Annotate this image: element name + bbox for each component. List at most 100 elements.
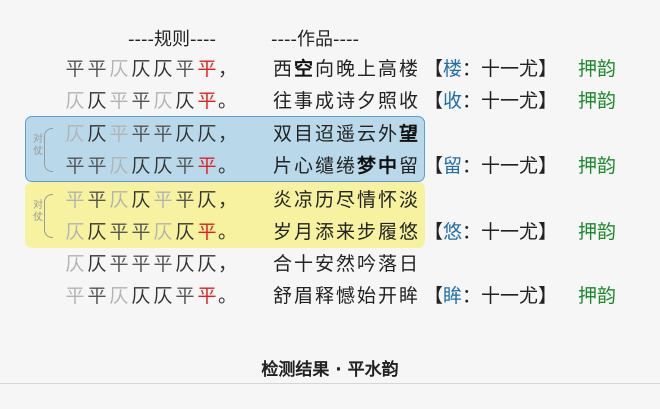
tone-char: 仄 bbox=[65, 253, 85, 275]
poem-char: 上 bbox=[356, 58, 376, 80]
tone-pattern: 仄仄平平仄仄平。 bbox=[64, 85, 237, 117]
poem-char: 照 bbox=[377, 90, 397, 112]
analysis-row: 平平仄仄平平仄，炎凉历尽情怀淡 bbox=[0, 184, 660, 216]
tone-char: 仄 bbox=[87, 221, 107, 243]
poem-char: 十 bbox=[293, 253, 313, 275]
poem-char: 事 bbox=[293, 90, 313, 112]
poem-char: 岁 bbox=[272, 221, 292, 243]
tone-char: 仄 bbox=[175, 253, 195, 275]
bracket-close: 】 bbox=[538, 221, 558, 243]
poem-char: 目 bbox=[293, 123, 313, 145]
tone-char: 仄 bbox=[153, 285, 173, 307]
bracket-open: 【 bbox=[424, 285, 444, 307]
poem-line: 西空向晚上高楼 bbox=[272, 53, 419, 85]
tone-char: 仄 bbox=[175, 221, 195, 243]
tone-char: 平 bbox=[87, 285, 107, 307]
tone-char: 仄 bbox=[153, 90, 173, 112]
poem-char: 西 bbox=[272, 58, 292, 80]
tone-char: 仄 bbox=[109, 285, 129, 307]
rhyme-group: 十一尤 bbox=[481, 221, 539, 243]
tone-char: 仄 bbox=[131, 189, 151, 211]
poem-char: 然 bbox=[335, 253, 355, 275]
poem-char: 尽 bbox=[335, 189, 355, 211]
tone-char: 平 bbox=[65, 58, 85, 80]
poem-char: 来 bbox=[335, 221, 355, 243]
poem-char: 履 bbox=[377, 221, 397, 243]
poem-char: 诗 bbox=[335, 90, 355, 112]
tone-char: 仄 bbox=[87, 253, 107, 275]
poem-char: 淡 bbox=[398, 189, 418, 211]
tone-char: 平 bbox=[175, 155, 195, 177]
duizhang-label-1: 对仗 bbox=[33, 134, 43, 157]
rhyme-group: 十一尤 bbox=[481, 155, 539, 177]
tone-char: 平 bbox=[197, 90, 217, 112]
tone-char: 仄 bbox=[87, 123, 107, 145]
poem-char: 日 bbox=[398, 253, 418, 275]
analysis-row: 平平仄仄仄平平。舒眉释憾始开眸【眸：十一尤】押韵 bbox=[0, 280, 660, 312]
tone-pattern: 平平仄仄仄平平。 bbox=[64, 150, 237, 182]
tone-pattern: 仄仄平平平仄仄， bbox=[64, 248, 237, 280]
colon: ： bbox=[462, 155, 482, 177]
tone-punct: ， bbox=[218, 253, 238, 275]
rhyme-tag: 押韵 bbox=[578, 285, 617, 307]
tone-char: 平 bbox=[131, 90, 151, 112]
poem-char: 中 bbox=[377, 155, 397, 177]
tone-punct: 。 bbox=[218, 221, 238, 243]
bracket-close: 】 bbox=[538, 58, 558, 80]
tone-punct: 。 bbox=[218, 90, 238, 112]
tone-char: 平 bbox=[197, 58, 217, 80]
tone-char: 平 bbox=[153, 189, 173, 211]
poem-char: 心 bbox=[293, 155, 313, 177]
tone-char: 平 bbox=[131, 253, 151, 275]
tone-pattern: 仄仄平平仄仄平。 bbox=[64, 216, 237, 248]
tone-char: 平 bbox=[131, 221, 151, 243]
rhyme-info: 【楼：十一尤】 bbox=[424, 53, 557, 85]
duizhang-brace-2 bbox=[44, 194, 53, 238]
rhyme-char: 留 bbox=[443, 155, 463, 177]
poem-line: 岁月添来步履悠 bbox=[272, 216, 419, 248]
tone-char: 仄 bbox=[153, 155, 173, 177]
poem-char: 望 bbox=[398, 123, 418, 145]
analysis-row: 仄仄平平平仄仄，合十安然吟落日 bbox=[0, 248, 660, 280]
rhyme-char: 楼 bbox=[443, 58, 463, 80]
rhyme-info: 【悠：十一尤】 bbox=[424, 216, 557, 248]
tone-char: 平 bbox=[175, 58, 195, 80]
poem-char: 片 bbox=[272, 155, 292, 177]
tone-char: 仄 bbox=[109, 58, 129, 80]
tone-char: 平 bbox=[197, 155, 217, 177]
poem-char: 开 bbox=[377, 285, 397, 307]
poem-line: 双目迢遥云外望 bbox=[272, 118, 419, 150]
result-title: 检测结果 · 平水韵 bbox=[261, 360, 399, 380]
tone-punct: ， bbox=[218, 58, 238, 80]
poem-char: 月 bbox=[293, 221, 313, 243]
poem-char: 炎 bbox=[272, 189, 292, 211]
poem-char: 眸 bbox=[398, 285, 418, 307]
rhyme-info: 【收：十一尤】 bbox=[424, 85, 557, 117]
colon: ： bbox=[462, 221, 482, 243]
poem-char: 高 bbox=[377, 58, 397, 80]
tone-char: 平 bbox=[65, 189, 85, 211]
tone-char: 平 bbox=[175, 189, 195, 211]
poem-char: 落 bbox=[377, 253, 397, 275]
poem-char: 留 bbox=[398, 155, 418, 177]
tone-char: 平 bbox=[87, 189, 107, 211]
rhyme-info: 【留：十一尤】 bbox=[424, 150, 557, 182]
poem-char: 楼 bbox=[398, 58, 418, 80]
tone-char: 平 bbox=[109, 253, 129, 275]
analysis-row: 仄仄平平平仄仄，双目迢遥云外望 bbox=[0, 118, 660, 150]
poem-char: 悠 bbox=[398, 221, 418, 243]
duizhang-label-2: 对仗 bbox=[33, 200, 43, 223]
colon: ： bbox=[462, 285, 482, 307]
tone-char: 仄 bbox=[131, 58, 151, 80]
rhyme-group: 十一尤 bbox=[481, 285, 539, 307]
bracket-close: 】 bbox=[538, 90, 558, 112]
bracket-close: 】 bbox=[538, 285, 558, 307]
tone-char: 仄 bbox=[197, 189, 217, 211]
rhyme-tag: 押韵 bbox=[578, 221, 617, 243]
tone-char: 仄 bbox=[65, 123, 85, 145]
poem-char: 安 bbox=[314, 253, 334, 275]
poem-char: 缱 bbox=[314, 155, 334, 177]
tone-char: 平 bbox=[197, 221, 217, 243]
poem-char: 往 bbox=[272, 90, 292, 112]
poem-line: 合十安然吟落日 bbox=[272, 248, 419, 280]
